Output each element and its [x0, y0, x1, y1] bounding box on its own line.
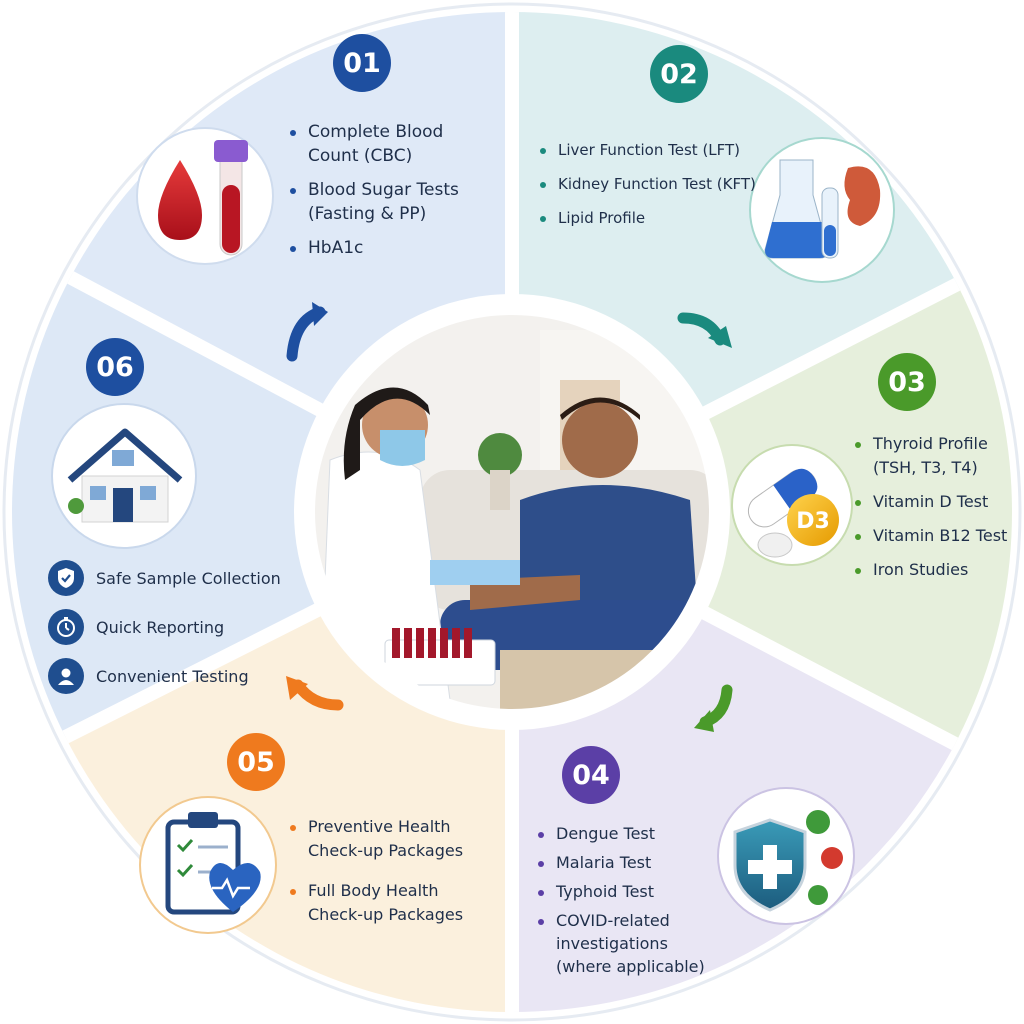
feature-label: Safe Sample Collection [96, 568, 281, 588]
stopwatch-icon [48, 609, 84, 645]
badge-06: 06 [86, 338, 144, 396]
blood-drop-test-tube-icon [136, 127, 274, 265]
list-item: Lipid Profile [540, 206, 770, 230]
segment-05-list: Preventive Health Check-up Packages Full… [290, 815, 490, 937]
segment-04-list: Dengue Test Malaria Test Typhoid Test CO… [538, 822, 708, 988]
user-icon [48, 658, 84, 694]
house-icon [51, 403, 197, 549]
list-item: Kidney Function Test (KFT) [540, 172, 770, 196]
list-item: Vitamin B12 Test [855, 524, 1015, 548]
list-item: Blood Sugar Tests (Fasting & PP) [290, 178, 490, 226]
list-item: Liver Function Test (LFT) [540, 138, 770, 162]
list-item: Thyroid Profile (TSH, T3, T4) [855, 432, 1015, 480]
badge-03: 03 [878, 353, 936, 411]
list-item: Vitamin D Test [855, 490, 1015, 514]
badge-04: 04 [562, 746, 620, 804]
shield-virus-icon [717, 787, 855, 925]
feature-safe-sample: Safe Sample Collection [48, 560, 281, 596]
center-photo [312, 312, 712, 712]
list-item: Preventive Health Check-up Packages [290, 815, 490, 863]
clipboard-heart-icon [139, 796, 277, 934]
list-item: Iron Studies [855, 558, 1015, 582]
badge-05: 05 [227, 733, 285, 791]
list-item: Dengue Test [538, 822, 708, 845]
badge-01: 01 [333, 34, 391, 92]
feature-label: Quick Reporting [96, 617, 225, 637]
feature-convenient-testing: Convenient Testing [48, 658, 249, 694]
segment-01-list: Complete Blood Count (CBC) Blood Sugar T… [290, 120, 490, 270]
segment-03-list: Thyroid Profile (TSH, T3, T4) Vitamin D … [855, 432, 1015, 592]
list-item: HbA1c [290, 236, 490, 260]
list-item: Typhoid Test [538, 880, 708, 903]
list-item: Full Body Health Check-up Packages [290, 879, 490, 927]
list-item: Complete Blood Count (CBC) [290, 120, 490, 168]
shield-check-icon [48, 560, 84, 596]
list-item: COVID-related investigations (where appl… [538, 909, 708, 978]
feature-label: Convenient Testing [96, 666, 249, 686]
feature-quick-reporting: Quick Reporting [48, 609, 224, 645]
lab-flask-kidney-icon [749, 137, 895, 283]
segment-02-list: Liver Function Test (LFT) Kidney Functio… [540, 138, 770, 240]
vitamin-d3-label: D3 [796, 509, 830, 534]
badge-02: 02 [650, 45, 708, 103]
list-item: Malaria Test [538, 851, 708, 874]
capsule-vitamin-d3-icon: D3 [731, 444, 853, 566]
